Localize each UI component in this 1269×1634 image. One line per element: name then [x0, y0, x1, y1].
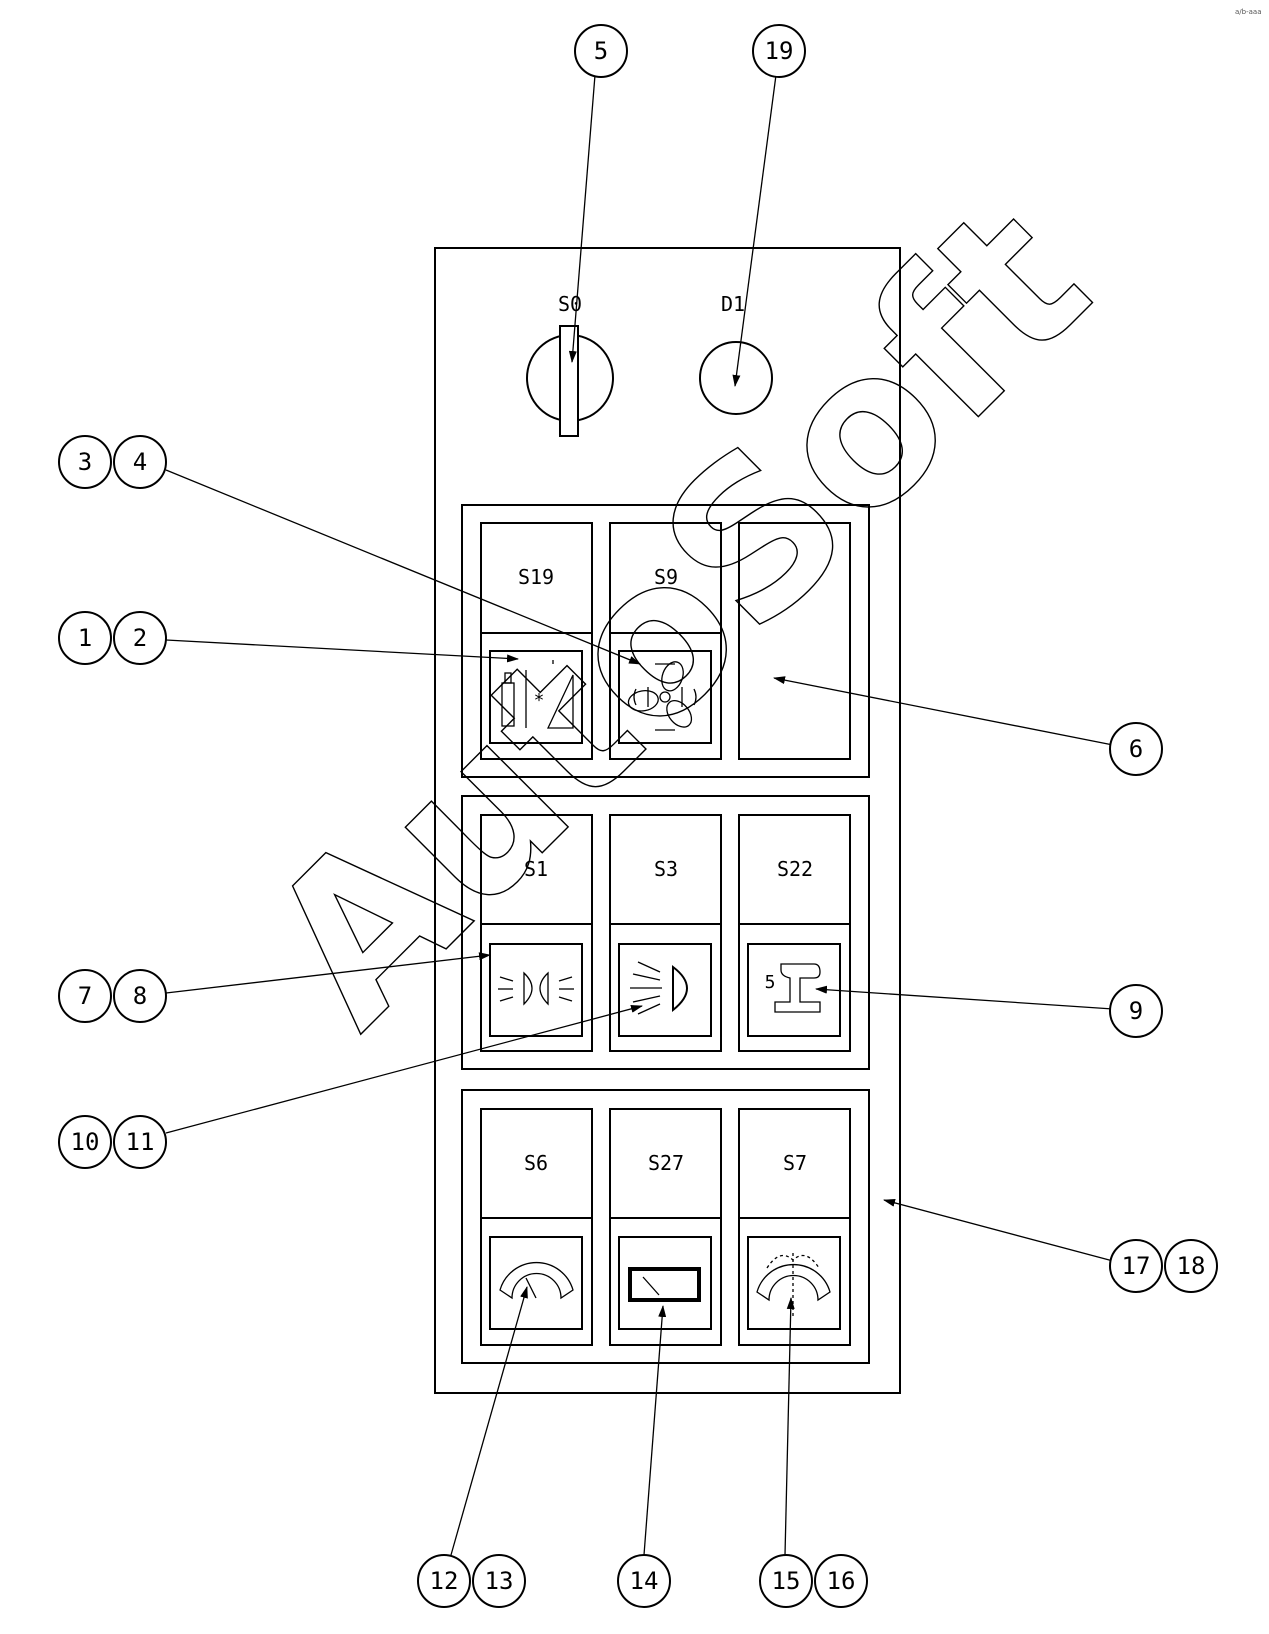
- callout-7-8: 7 8: [58, 969, 167, 1023]
- switch-s27[interactable]: S27: [609, 1108, 722, 1346]
- switch-s9[interactable]: S9: [609, 522, 722, 760]
- switch-s22[interactable]: S22 5: [738, 814, 851, 1052]
- callout-3-4: 3 4: [58, 435, 167, 489]
- svg-text:7: 7: [78, 982, 92, 1010]
- switch-s19[interactable]: S19 *: [480, 522, 593, 760]
- leader-lines: [165, 74, 1114, 1556]
- callout-5: 5: [574, 24, 628, 78]
- svg-text:5: 5: [765, 972, 776, 993]
- svg-text:17: 17: [1122, 1252, 1151, 1280]
- callout-17-18: 17 18: [1109, 1239, 1218, 1293]
- switch-blank[interactable]: [738, 522, 851, 760]
- rail-icon: 5: [765, 963, 821, 1013]
- switch-s19-label: S19: [518, 565, 554, 589]
- switch-s3[interactable]: S3: [609, 814, 722, 1052]
- lift-tilt-icon: *: [501, 660, 574, 729]
- key-switch[interactable]: [526, 325, 614, 437]
- switch-group-2: [461, 795, 870, 1070]
- switch-s9-label: S9: [654, 565, 678, 589]
- svg-text:10: 10: [71, 1128, 100, 1156]
- svg-text:8: 8: [133, 982, 147, 1010]
- svg-text:12: 12: [430, 1567, 459, 1595]
- key-switch-label: S0: [558, 292, 582, 316]
- switch-group-1: [461, 504, 870, 778]
- svg-text:*: *: [535, 690, 544, 711]
- callout-14: 14: [617, 1554, 671, 1608]
- svg-text:3: 3: [78, 448, 92, 476]
- callout-12-13: 12 13: [417, 1554, 526, 1608]
- watermark: AutoSoft: [222, 159, 1133, 1070]
- callout-1-2: 1 2: [58, 611, 167, 665]
- headlight-icon: [630, 961, 688, 1015]
- svg-text:1: 1: [78, 624, 92, 652]
- switch-s7[interactable]: S7: [738, 1108, 851, 1346]
- svg-text:9: 9: [1129, 997, 1143, 1025]
- wiper-arc-icon: [756, 1253, 831, 1318]
- svg-text:14: 14: [630, 1567, 659, 1595]
- switch-s6[interactable]: S6: [480, 1108, 593, 1346]
- switch-s22-label: S22: [777, 857, 813, 881]
- indicator-lamp: [699, 341, 773, 415]
- svg-text:13: 13: [485, 1567, 514, 1595]
- svg-text:2: 2: [133, 624, 147, 652]
- callout-10-11: 10 11: [58, 1115, 167, 1169]
- svg-text:15: 15: [772, 1567, 801, 1595]
- side-lights-icon: [498, 971, 574, 1006]
- svg-text:4: 4: [133, 448, 147, 476]
- switch-s27-label: S27: [648, 1151, 684, 1175]
- rectangle-icon: [628, 1267, 701, 1302]
- callout-9: 9: [1109, 984, 1163, 1038]
- svg-text:5: 5: [594, 37, 608, 65]
- switch-group-3: [461, 1089, 870, 1364]
- panel-outline: [434, 247, 901, 1394]
- switch-s1[interactable]: S1: [480, 814, 593, 1052]
- svg-text:16: 16: [827, 1567, 856, 1595]
- callout-6: 6: [1109, 722, 1163, 776]
- switch-s6-label: S6: [524, 1151, 548, 1175]
- gauge-arc-icon: [499, 1261, 574, 1300]
- callout-15-16: 15 16: [759, 1554, 868, 1608]
- svg-text:6: 6: [1129, 735, 1143, 763]
- beacon-icon: [627, 661, 697, 731]
- corner-mark: a/b-aaa: [1235, 8, 1262, 16]
- callout-19: 19: [752, 24, 806, 78]
- switch-s1-label: S1: [524, 857, 548, 881]
- svg-text:18: 18: [1177, 1252, 1206, 1280]
- switch-s7-label: S7: [783, 1151, 807, 1175]
- svg-text:19: 19: [765, 37, 794, 65]
- switch-s3-label: S3: [654, 857, 678, 881]
- svg-text:11: 11: [126, 1128, 155, 1156]
- indicator-label: D1: [721, 292, 745, 316]
